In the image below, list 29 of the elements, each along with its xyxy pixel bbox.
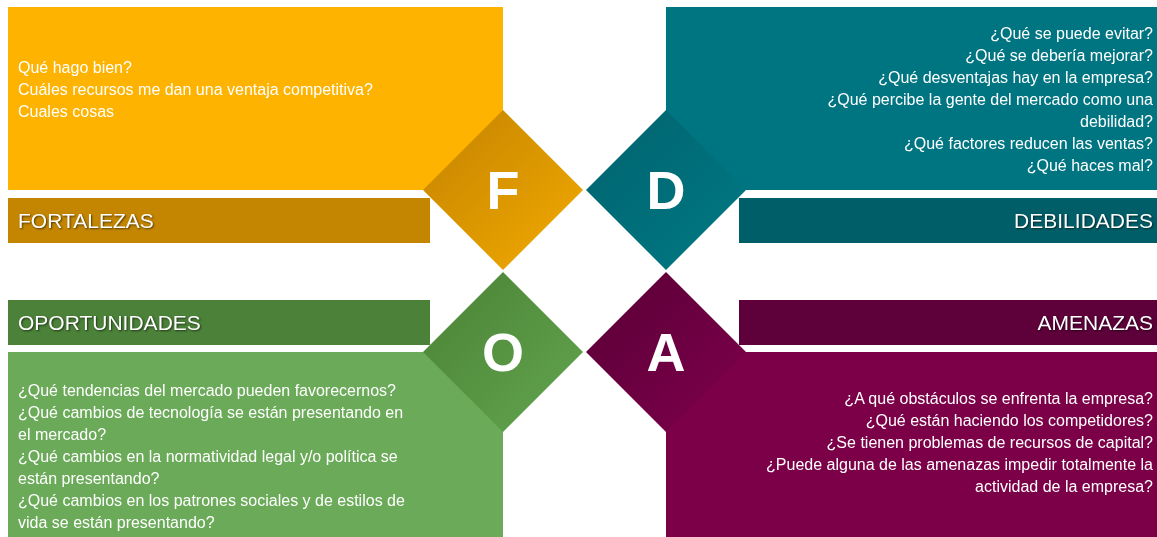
question-text: ¿Qué factores reducen las ventas? [902,134,1153,154]
section-title: OPORTUNIDADES [18,310,201,335]
title-band [739,300,1157,345]
question-text: ¿Qué cambios de tecnología se están presentando en el mercado? [18,403,405,445]
initial-letter: D [646,163,686,217]
title-band [8,198,430,243]
title-band [739,198,1157,243]
initial-letter: F [486,163,520,217]
question-text: ¿Qué cambios en la normatividad legal y/o política se están presentando? [18,447,399,489]
question-text: ¿Se tienen problemas de recursos de capital? [825,433,1153,453]
initial-letter: A [646,325,686,379]
question-text: Qué hago bien? [18,58,133,78]
section-title: FORTALEZAS [18,208,154,233]
question-text: ¿Qué desventajas hay en la empresa? [877,68,1153,88]
question-text: ¿Qué se puede evitar? [989,24,1153,44]
title-band [8,300,430,345]
question-text: ¿Qué están haciendo los competidores? [864,411,1153,431]
question-text: ¿Qué se debería mejorar? [964,46,1153,66]
question-text: Cuáles recursos me dan una ventaja competitiva? [18,80,374,100]
question-text: ¿Qué percibe la gente del mercado como una debilidad? [826,90,1153,132]
section-title: AMENAZAS [1037,310,1153,335]
question-text: ¿Qué tendencias del mercado pueden favorecernos? [18,381,397,401]
question-text: ¿A qué obstáculos se enfrenta la empresa? [843,389,1153,409]
initial-letter: O [482,325,524,379]
question-text: Cuales cosas [18,102,116,122]
question-text: ¿Puede alguna de las amenazas impedir totalmente la actividad de la empresa? [765,455,1153,497]
section-title: DEBILIDADES [1014,208,1153,233]
question-text: ¿Qué cambios en los patrones sociales y de estilos de vida se están presentando? [18,491,406,533]
question-text: ¿Qué haces mal? [1025,156,1153,176]
